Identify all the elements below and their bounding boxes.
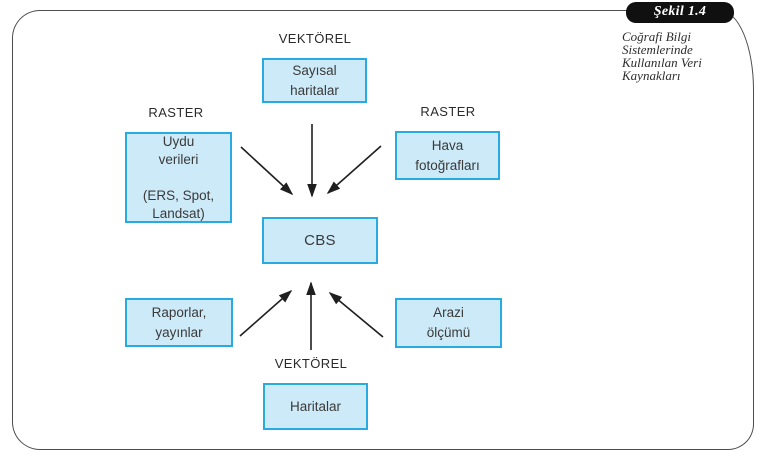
figure-label: Şekil 1.4 bbox=[653, 4, 707, 19]
node-cbs: CBS bbox=[262, 217, 378, 264]
node-arazi-olcumu: Arazi ölçümü bbox=[395, 298, 502, 348]
node-uydu-verileri: Uydu verileri (ERS, Spot, Landsat) bbox=[125, 132, 232, 223]
node-raporlar-yayinlar: Raporlar, yayınlar bbox=[125, 298, 233, 347]
node-sayisal-haritalar: Sayısal haritalar bbox=[262, 58, 367, 103]
type-label-vektorel-bottom: VEKTÖREL bbox=[274, 356, 348, 371]
node-hava-fotograflari: Hava fotoğrafları bbox=[395, 131, 500, 180]
type-label-raster-left: RASTER bbox=[148, 105, 204, 120]
type-label-vektorel-top: VEKTÖREL bbox=[278, 31, 352, 46]
node-haritalar: Haritalar bbox=[263, 383, 368, 430]
figure-label-badge: Şekil 1.4 bbox=[626, 2, 734, 23]
type-label-raster-right: RASTER bbox=[420, 104, 476, 119]
figure-frame bbox=[12, 10, 754, 450]
figure-caption: Coğrafi Bilgi Sistemlerinde Kullanılan V… bbox=[622, 29, 702, 83]
